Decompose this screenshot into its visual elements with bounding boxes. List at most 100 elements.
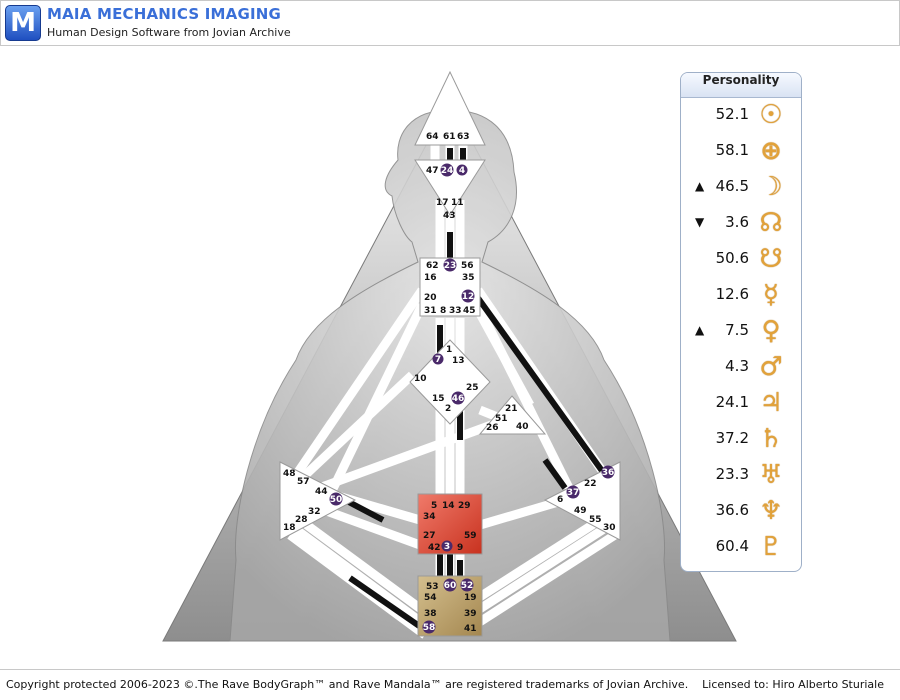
activation-value: 52.1	[715, 105, 749, 123]
gate-45: 45	[463, 306, 476, 316]
copyright-text: Copyright protected 2006-2023 ©.The Rave…	[6, 678, 689, 691]
gate-20: 20	[424, 293, 437, 303]
gate-35: 35	[462, 273, 475, 283]
activated-gates: 24 4 23 12 7 46 50 36 37 3 60 52 58	[329, 163, 615, 634]
gate-4-active: 4	[456, 164, 468, 176]
gate-25: 25	[466, 383, 479, 393]
personality-panel: Personality 52.1 ☉ 58.1⊕ ▲ 46.5 ☽ ▼3.6☊ 50.6 ☋ 12…	[680, 72, 802, 572]
gate-8: 8	[440, 306, 446, 316]
personality-row: 58.1⊕	[681, 134, 801, 170]
gate-26: 26	[486, 423, 499, 433]
personality-row: 37.2♄	[681, 422, 801, 458]
sun-icon: ☉	[759, 100, 783, 130]
activation-value: 36.6	[715, 501, 749, 519]
license-text: Licensed to: Hiro Alberto Sturiale	[702, 678, 884, 691]
gate-28: 28	[295, 515, 308, 525]
gate-9: 9	[457, 543, 463, 553]
gate-21: 21	[505, 404, 518, 414]
gate-43: 43	[443, 211, 456, 221]
ego-center	[478, 395, 547, 435]
svg-text:7: 7	[435, 355, 441, 365]
ajna-center	[414, 159, 486, 216]
svg-text:3: 3	[444, 542, 450, 552]
svg-text:60: 60	[444, 581, 457, 591]
gate-1: 1	[446, 345, 452, 355]
earth-icon: ⊕	[760, 136, 782, 166]
activation-value: 50.6	[715, 249, 749, 267]
venus-icon: ♀	[761, 316, 781, 346]
svg-text:23: 23	[444, 261, 457, 271]
svg-text:58: 58	[423, 623, 436, 633]
gate-41: 41	[464, 624, 477, 634]
gate-6: 6	[557, 495, 563, 505]
gate-5: 5	[431, 501, 437, 511]
svg-text:37: 37	[567, 488, 580, 498]
gate-36-active: 36	[601, 465, 615, 479]
app-logo: M	[5, 5, 41, 41]
gate-14: 14	[442, 501, 455, 511]
app-brand-title: MAIA MECHANICS IMAGING	[47, 5, 282, 23]
gate-27: 27	[423, 531, 436, 541]
gate-51: 51	[495, 414, 508, 424]
gate-53: 53	[426, 582, 439, 592]
g-center	[409, 339, 491, 425]
gate-17: 17	[436, 198, 449, 208]
personality-row: 23.3♅	[681, 458, 801, 494]
activation-arrow: ▼	[695, 215, 705, 229]
gate-39: 39	[464, 609, 477, 619]
gate-37-active: 37	[566, 485, 580, 499]
personality-panel-title: Personality	[681, 73, 801, 98]
gate-49: 49	[574, 506, 587, 516]
activation-value: 12.6	[715, 285, 749, 303]
gate-55: 55	[589, 515, 602, 525]
gate-58-active: 58	[422, 620, 436, 634]
gate-60-active: 60	[443, 578, 457, 592]
personality-row: 52.1 ☉	[681, 98, 801, 134]
personality-row: ▼3.6☊	[681, 206, 801, 242]
personality-row: 24.1♃	[681, 386, 801, 422]
app-header: M MAIA MECHANICS IMAGING Human Design So…	[0, 0, 900, 46]
gate-31: 31	[424, 306, 437, 316]
gate-24-active: 24	[440, 163, 454, 177]
gate-54: 54	[424, 593, 437, 603]
south-node-icon: ☋	[759, 244, 783, 274]
svg-text:4: 4	[459, 166, 465, 176]
app-tagline: Human Design Software from Jovian Archiv…	[47, 26, 291, 39]
personality-row: 60.4♇	[681, 530, 801, 566]
gate-7-active: 7	[432, 353, 444, 365]
personality-row: 50.6 ☋	[681, 242, 801, 278]
gate-50-active: 50	[329, 492, 343, 506]
gate-59: 59	[464, 531, 477, 541]
gate-15: 15	[432, 394, 445, 404]
gate-40: 40	[516, 422, 529, 432]
gate-23-active: 23	[443, 258, 457, 272]
jupiter-icon: ♃	[759, 388, 783, 418]
personality-rows: 52.1☉58.1⊕▲46.5☽▼3.6☊50.6☋12.6☿▲7.5♀4.3♂…	[681, 98, 801, 566]
gate-13: 13	[452, 356, 465, 366]
personality-row: ▲ 46.5 ☽	[681, 170, 801, 206]
gate-63: 63	[457, 132, 470, 142]
spleen-center	[279, 461, 357, 541]
saturn-icon: ♄	[759, 424, 783, 454]
gate-29: 29	[458, 501, 471, 511]
activation-value: 60.4	[715, 537, 749, 555]
moon-icon: ☽	[759, 172, 783, 202]
solar-plexus-center	[543, 461, 621, 541]
activation-value: 7.5	[725, 321, 749, 339]
gate-2: 2	[445, 404, 451, 414]
activation-arrow: ▲	[695, 179, 705, 193]
gate-19: 19	[464, 593, 477, 603]
gate-57: 57	[297, 477, 310, 487]
gate-61: 61	[443, 132, 456, 142]
svg-text:24: 24	[441, 166, 454, 176]
svg-text:12: 12	[462, 292, 475, 302]
activation-value: 46.5	[715, 177, 749, 195]
personality-row: 12.6 ☿	[681, 278, 801, 314]
gate-22: 22	[584, 479, 597, 489]
gate-33: 33	[449, 306, 462, 316]
activation-value: 23.3	[715, 465, 749, 483]
mercury-icon: ☿	[763, 280, 779, 310]
activation-value: 4.3	[725, 357, 749, 375]
svg-text:50: 50	[330, 495, 343, 505]
gate-64: 64	[426, 132, 439, 142]
